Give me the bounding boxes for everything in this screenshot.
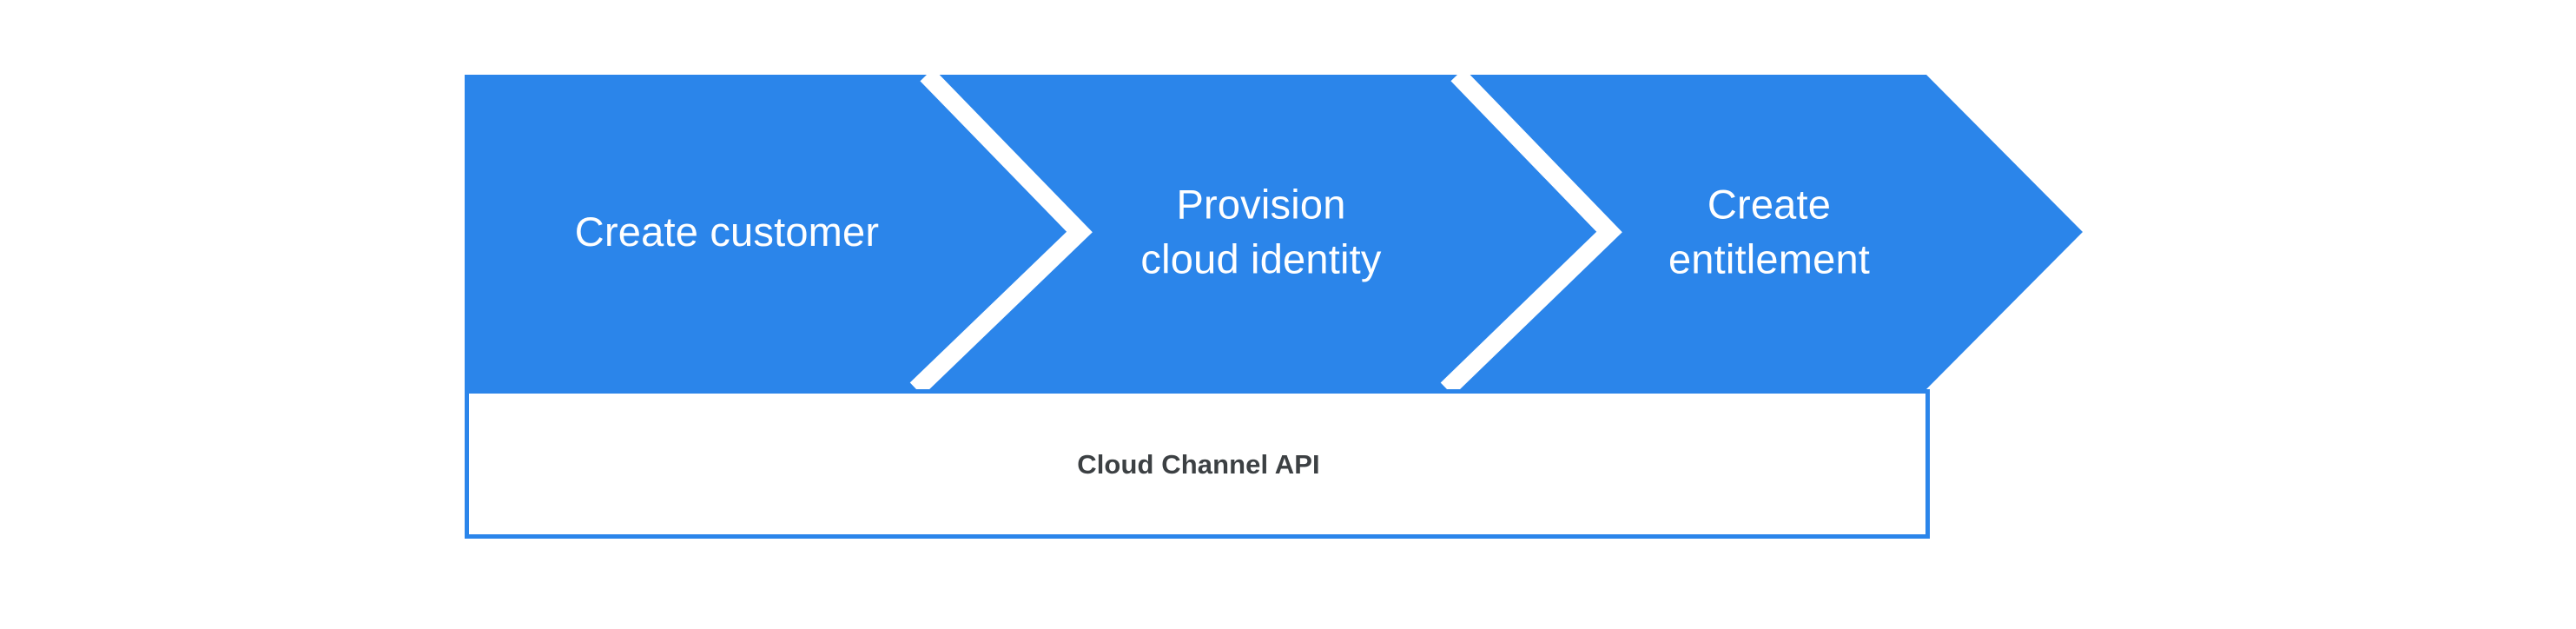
step-separator-2 [1440, 68, 1622, 396]
step-separator-1 [909, 68, 1093, 396]
chevron-band-shape [465, 75, 2083, 389]
footer-box [465, 389, 1930, 539]
